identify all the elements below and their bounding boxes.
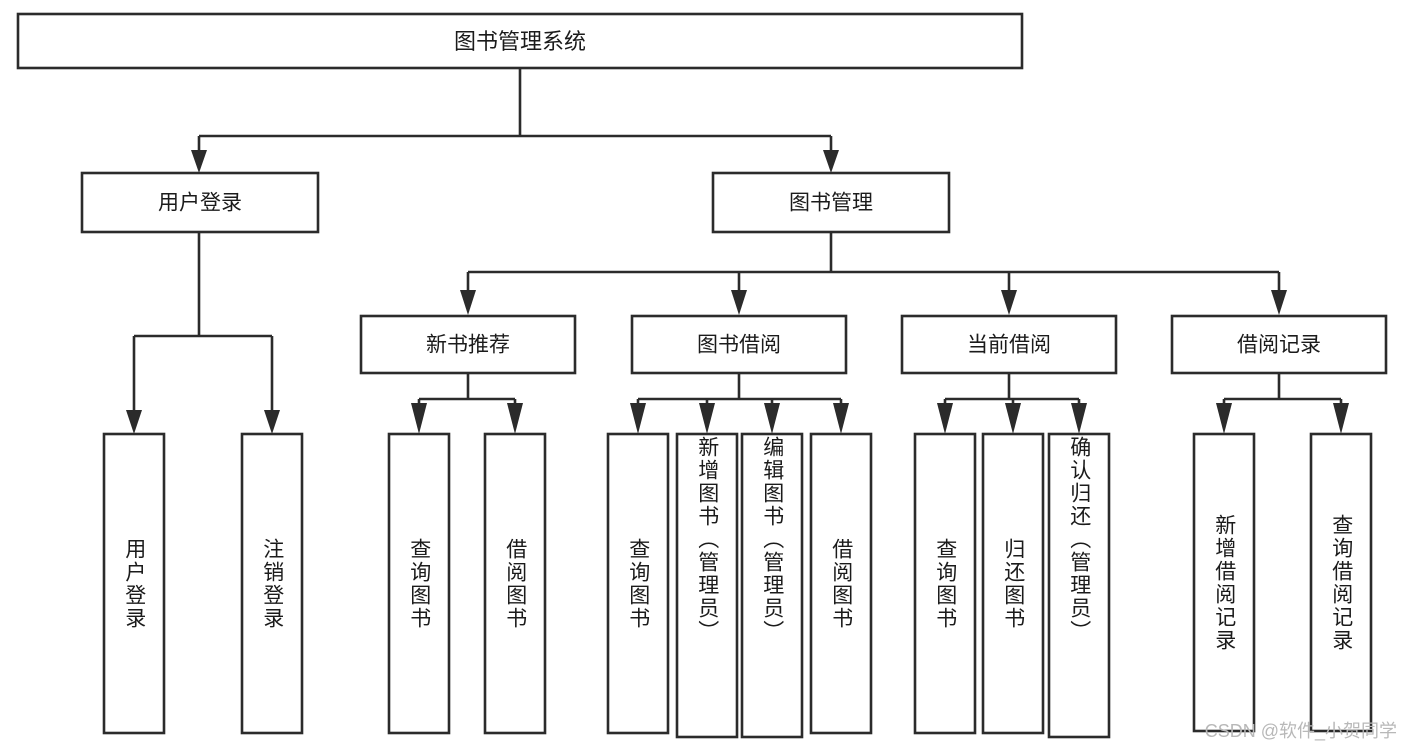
leaf-box-newbook-query[interactable] xyxy=(387,432,451,735)
arrow-head-bookborrow-leaf-4 xyxy=(833,403,849,434)
arrow-head-leaf-logout xyxy=(264,410,280,434)
arrow-head-leaf-user-login xyxy=(126,410,142,434)
node-book-borrow-label: 图书借阅 xyxy=(697,334,781,357)
leaf-box-logout[interactable] xyxy=(240,432,304,735)
node-root-system[interactable] xyxy=(16,12,1024,70)
arrow-head-borrow-record xyxy=(1271,290,1287,315)
leaf-box-currentborrow-return[interactable] xyxy=(981,432,1045,735)
leaf-box-newbook-borrow[interactable] xyxy=(483,432,547,735)
arrow-head-book-borrow xyxy=(731,290,747,315)
arrow-head-bookborrow-leaf-2 xyxy=(699,403,715,434)
arrow-head-new-book xyxy=(460,290,476,315)
arrow-head-currentborrow-leaf-1 xyxy=(937,403,953,434)
leaf-box-record-add[interactable] xyxy=(1192,432,1256,733)
node-user-login[interactable] xyxy=(80,171,320,234)
node-borrow-record[interactable] xyxy=(1170,314,1388,375)
node-layer: 图书管理系统 用户登录 图书管理 新书推荐 图书借阅 当前借阅 借阅记录 xyxy=(16,12,1388,739)
leaf-box-user-login[interactable] xyxy=(102,432,166,735)
node-current-borrow[interactable] xyxy=(900,314,1118,375)
arrow-head-borrowrecord-leaf-1 xyxy=(1216,403,1232,434)
arrow-head-borrowrecord-leaf-2 xyxy=(1333,403,1349,434)
connector-layer xyxy=(126,68,1349,434)
arrow-head-newbook-leaf-2 xyxy=(507,403,523,434)
node-book-manage[interactable] xyxy=(711,171,951,234)
arrow-head-newbook-leaf-1 xyxy=(411,403,427,434)
node-borrow-record-label: 借阅记录 xyxy=(1237,334,1321,357)
leaf-box-currentborrow-confirm[interactable] xyxy=(1047,432,1111,739)
leaf-box-record-query[interactable] xyxy=(1309,432,1373,733)
node-current-borrow-label: 当前借阅 xyxy=(967,334,1051,357)
node-new-book-recommend[interactable] xyxy=(359,314,577,375)
leaf-box-bookborrow-borrow[interactable] xyxy=(809,432,873,735)
node-root-system-label: 图书管理系统 xyxy=(454,29,586,54)
leaf-box-bookborrow-add[interactable] xyxy=(675,432,739,739)
arrow-head-bookborrow-leaf-1 xyxy=(630,403,646,434)
node-new-book-recommend-label: 新书推荐 xyxy=(426,334,510,357)
leaf-box-bookborrow-query[interactable] xyxy=(606,432,670,735)
node-book-borrow[interactable] xyxy=(630,314,848,375)
node-user-login-label: 用户登录 xyxy=(158,192,242,215)
leaf-box-currentborrow-query[interactable] xyxy=(913,432,977,735)
arrow-head-user-login xyxy=(191,150,207,173)
arrow-head-currentborrow-leaf-3 xyxy=(1071,403,1087,434)
node-book-manage-label: 图书管理 xyxy=(789,192,873,215)
arrow-head-current-borrow xyxy=(1001,290,1017,315)
arrow-head-book-manage xyxy=(823,150,839,173)
arrow-head-bookborrow-leaf-3 xyxy=(764,403,780,434)
arrow-head-currentborrow-leaf-2 xyxy=(1005,403,1021,434)
leaf-box-bookborrow-edit[interactable] xyxy=(740,432,804,739)
